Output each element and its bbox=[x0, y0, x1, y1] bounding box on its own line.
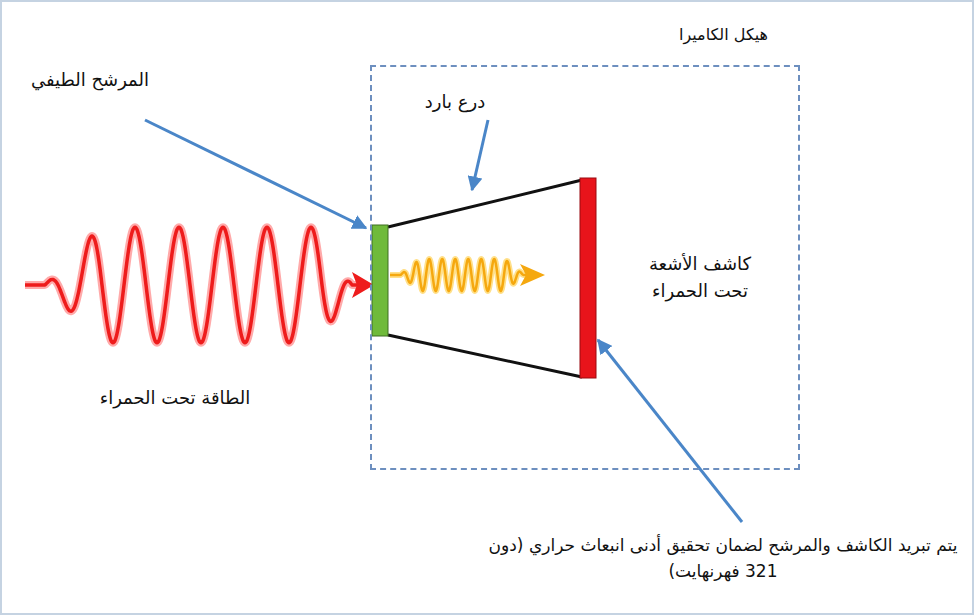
infrared-wave-glow bbox=[25, 227, 357, 343]
leader-arrow bbox=[472, 120, 488, 190]
filtered-arrowhead bbox=[520, 264, 545, 286]
cold-shield-line bbox=[388, 335, 582, 377]
filtered-wave-glow bbox=[390, 259, 528, 291]
cooling-note: يتم تبريد الكاشف والمرشح لضمان تحقيق أدن… bbox=[480, 533, 966, 584]
ir-detector bbox=[580, 178, 596, 378]
leader-arrow bbox=[145, 120, 366, 228]
infrared-wave bbox=[25, 227, 357, 343]
shield-label: درع بارد bbox=[400, 88, 510, 115]
filter-label: المرشح الطيفي bbox=[20, 66, 160, 93]
filtered-wave bbox=[390, 259, 528, 291]
housing-title: هيكل الكاميرا bbox=[679, 25, 768, 44]
energy-label: الطاقة تحت الحمراء bbox=[70, 384, 280, 411]
spectral-filter bbox=[372, 225, 388, 336]
leader-arrow bbox=[598, 340, 742, 522]
cold-shield-line bbox=[388, 180, 582, 227]
detector-label: كاشف الأشعة تحت الحمراء bbox=[638, 250, 762, 304]
